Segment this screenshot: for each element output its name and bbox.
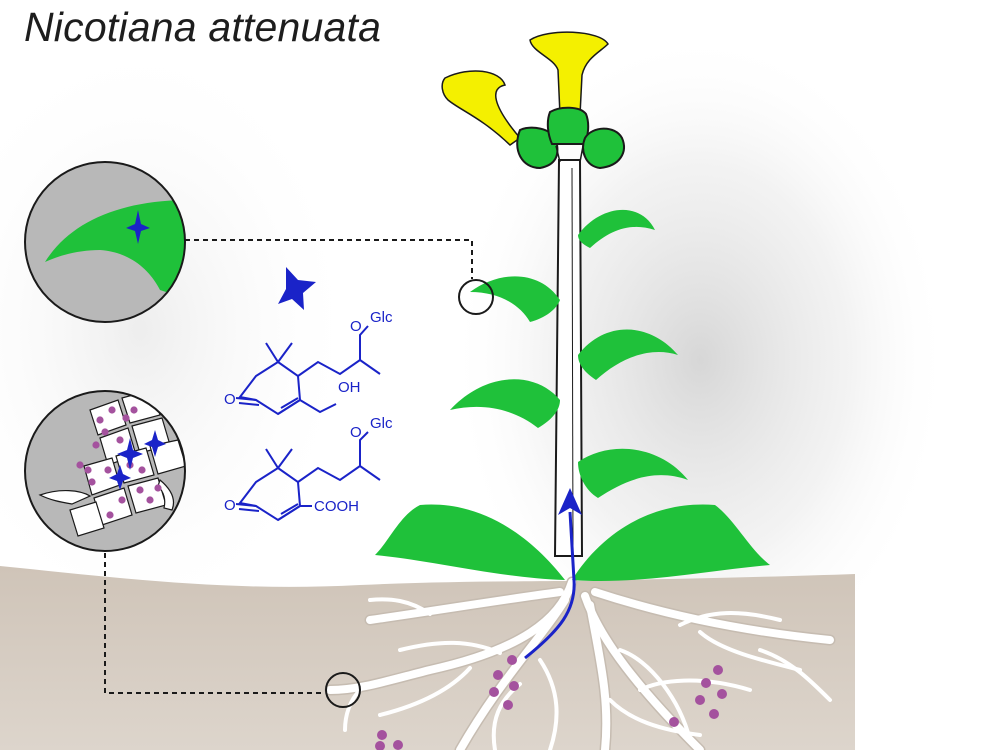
leaf-3: [578, 329, 678, 380]
blue-star-icon: [117, 438, 143, 470]
flowers: [441, 31, 625, 170]
root-magnifier-marker: [325, 672, 361, 708]
flower-calyx-right: [582, 127, 625, 170]
leaf-inset: [24, 161, 186, 323]
leaf-1: [578, 209, 655, 248]
leaf-base-right: [572, 504, 770, 582]
blue-star-icon: [144, 430, 166, 457]
leaf-magnifier-marker: [458, 279, 494, 315]
mol2-glycoside-o: O: [350, 424, 362, 441]
molecule-1: O Glc O OH: [224, 309, 393, 416]
root-fungus-dots: [375, 655, 727, 750]
mol1-side-group: OH: [338, 379, 361, 396]
leaves: [375, 209, 770, 582]
root-system: [324, 576, 836, 750]
mol2-sugar-label: Glc: [370, 415, 393, 432]
leaf-base-left: [375, 504, 565, 580]
left-glow: [0, 30, 360, 630]
soil: [0, 566, 855, 750]
leaf-2: [470, 276, 560, 322]
leaf-5: [578, 448, 688, 498]
up-arrow-icon: [524, 488, 582, 660]
blue-star-icon: [109, 465, 131, 490]
blue-star-icon: [278, 267, 316, 310]
molecule-2: O Glc O COOH: [224, 415, 393, 522]
root-connector-line: [104, 553, 325, 694]
flower-calyx-center: [546, 106, 590, 145]
mol1-sugar-label: Glc: [370, 309, 393, 326]
plant-stem: [553, 159, 584, 557]
flower-corolla-right: [529, 31, 609, 116]
flower-calyx-left: [516, 126, 559, 170]
root-cells-inset: [24, 390, 186, 552]
mol1-glycoside-o: O: [350, 318, 362, 335]
mol2-ketone-o: O: [224, 497, 236, 514]
leaf-4: [450, 379, 560, 428]
mol2-side-group: COOH: [314, 498, 359, 515]
mol1-ketone-o: O: [224, 391, 236, 408]
blue-star-icon: [126, 210, 150, 244]
flower-corolla-left: [441, 70, 522, 146]
